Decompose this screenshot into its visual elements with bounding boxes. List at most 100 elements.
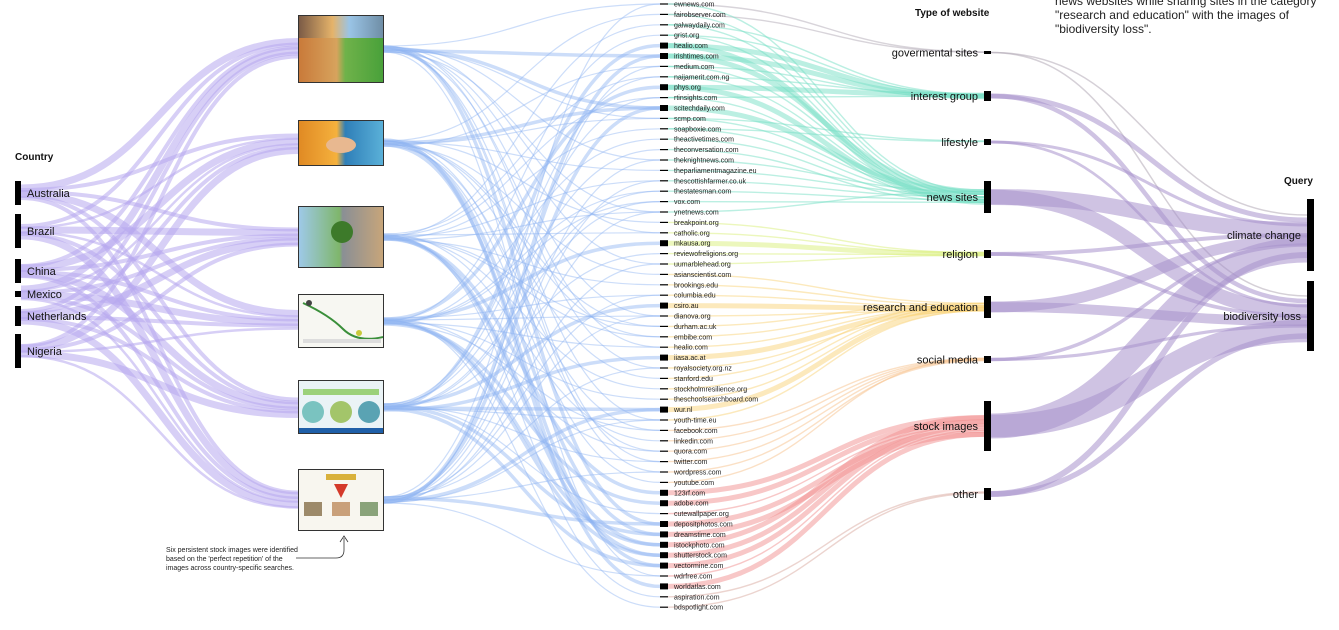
- type-heading: Type of website: [915, 8, 990, 19]
- site-bar: [660, 354, 668, 361]
- site-label: quora.com: [674, 449, 707, 456]
- site-bar: [660, 461, 668, 463]
- image-site-flow: [383, 236, 661, 327]
- site-label: wur.nl: [673, 407, 693, 414]
- graph-illustration: [302, 300, 383, 343]
- site-label: thescottishfarmer.co.uk: [674, 178, 746, 185]
- image-thumbnail-2[interactable]: [298, 120, 384, 166]
- type-label: religion: [943, 249, 978, 261]
- type-bar: [984, 91, 991, 101]
- image-site-flow: [383, 85, 661, 321]
- country-image-flow: [20, 42, 299, 228]
- site-bar: [660, 232, 668, 234]
- image-thumbnail-1[interactable]: [298, 15, 384, 83]
- image-site-flow: [383, 45, 661, 526]
- image-site-flow: [383, 51, 661, 213]
- image-thumbnail-3[interactable]: [298, 206, 384, 268]
- image-site-flow: [383, 237, 661, 338]
- type-bar: [984, 181, 991, 213]
- site-bar: [660, 76, 668, 78]
- country-image-flow: [20, 196, 299, 495]
- image-site-flow: [383, 496, 661, 526]
- country-image-flow: [20, 45, 299, 268]
- site-bar: [660, 440, 668, 442]
- image-site-flow: [383, 3, 661, 47]
- site-bar: [660, 190, 668, 192]
- site-type-flow: [667, 273, 985, 305]
- site-label: naijamerit.com.ng: [674, 74, 729, 81]
- type-bar: [984, 139, 991, 145]
- image-site-flow: [383, 13, 661, 142]
- site-bar: [660, 221, 668, 223]
- image-site-flow: [383, 235, 661, 390]
- image-site-flow: [383, 143, 661, 568]
- image-site-flow: [383, 106, 661, 145]
- query-bar: [1307, 281, 1314, 351]
- site-bar: [660, 273, 668, 275]
- site-bar: [660, 583, 668, 590]
- site-label: medium.com: [674, 64, 714, 71]
- country-bar: [15, 334, 21, 368]
- site-bar: [660, 562, 668, 569]
- site-label: youth-time.eu: [674, 418, 717, 425]
- type-query-flow: [990, 51, 1308, 297]
- image-site-flow: [383, 65, 661, 147]
- image-site-flow: [383, 319, 661, 608]
- image-site-flow: [383, 159, 661, 499]
- site-type-flow: [667, 190, 985, 201]
- country-image-flow: [20, 238, 299, 319]
- site-label: embibe.com: [674, 334, 712, 341]
- country-label: Australia: [27, 188, 71, 200]
- image-site-flow: [383, 237, 661, 495]
- site-label: theactivetimes.com: [674, 137, 734, 144]
- type-query-flow: [990, 189, 1308, 319]
- image-site-flow: [383, 143, 661, 338]
- type-label: other: [953, 489, 978, 501]
- image-site-flow: [383, 404, 661, 537]
- country-label: Brazil: [27, 226, 55, 238]
- image-site-flow: [383, 145, 661, 431]
- stock-images-note: Six persistent stock images were identif…: [166, 547, 298, 572]
- image-thumbnail-5[interactable]: [298, 380, 384, 434]
- type-query-flow: [990, 140, 1308, 308]
- site-label: breakpoint.org: [674, 220, 719, 227]
- image-site-flow: [383, 46, 661, 234]
- site-label: asianscientist.com: [674, 272, 731, 279]
- image-site-flow: [383, 315, 661, 500]
- country-bar: [15, 259, 21, 283]
- site-label: stanford.edu: [674, 376, 713, 383]
- site-bar: [660, 284, 668, 286]
- site-label: galwaydaily.com: [674, 22, 725, 29]
- site-bar: [660, 419, 668, 421]
- site-label: ynetnews.com: [674, 210, 719, 217]
- country-bar: [15, 291, 21, 297]
- query-bar: [1307, 199, 1314, 271]
- site-bar: [660, 128, 668, 130]
- image-thumbnail-6[interactable]: [298, 469, 384, 531]
- site-type-flow: [667, 13, 985, 53]
- site-bar: [660, 65, 668, 67]
- site-label: thestatesman.com: [674, 189, 731, 196]
- image-site-flow: [383, 201, 661, 324]
- site-type-flow: [667, 431, 985, 589]
- site-label: iiasa.ac.at: [674, 355, 706, 362]
- site-bar: [660, 489, 668, 496]
- site-label: vectormine.com: [674, 563, 724, 570]
- image-site-flow: [383, 43, 661, 410]
- site-bar: [660, 500, 668, 507]
- site-bar: [660, 471, 668, 473]
- country-bar: [15, 214, 21, 248]
- image-thumbnail-4[interactable]: [298, 294, 384, 348]
- image-site-flow: [383, 128, 661, 240]
- country-image-flow: [20, 291, 299, 326]
- site-bar: [660, 117, 668, 119]
- annotation-arrow: [296, 535, 349, 559]
- image-site-flow: [383, 318, 661, 452]
- site-bar: [660, 149, 668, 151]
- site-label: royalsociety.org.nz: [674, 366, 732, 373]
- image-site-flow: [383, 24, 661, 237]
- site-bar: [660, 388, 668, 390]
- image-site-flow: [383, 142, 661, 327]
- image-site-flow: [383, 315, 661, 321]
- image-site-flow: [383, 140, 661, 379]
